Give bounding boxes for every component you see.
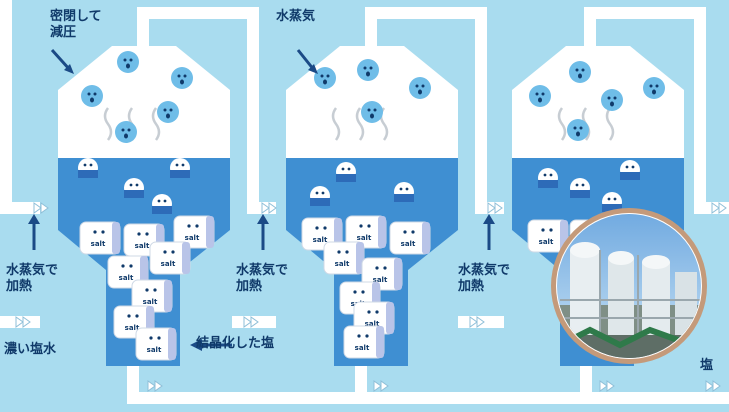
svg-text:salt: salt — [313, 236, 328, 244]
label-brine: 濃い塩水 — [4, 342, 57, 357]
pipe-salt-output — [127, 366, 729, 404]
svg-text:salt: salt — [539, 238, 554, 246]
steam-face-icon — [171, 67, 193, 89]
svg-text:salt: salt — [91, 240, 106, 248]
salt-cube-icon: salt — [323, 241, 365, 275]
pipe-vapor-1 — [137, 7, 276, 214]
svg-text:salt: salt — [125, 324, 140, 332]
salt-cube-icon: salt — [79, 221, 121, 255]
salt-cube-icon: salt — [135, 327, 177, 361]
ion-face-icon — [78, 158, 98, 178]
salt-cube-icon: salt — [149, 241, 191, 275]
svg-text:salt: salt — [357, 234, 372, 242]
steam-face-icon — [81, 85, 103, 107]
label-seal: 密閉して 減圧 — [50, 9, 102, 40]
label-heat-1: 水蒸気で 加熱 — [6, 263, 59, 294]
steam-face-icon — [409, 77, 431, 99]
label-heat-2: 水蒸気で 加熱 — [236, 263, 289, 294]
ion-face-icon — [310, 186, 330, 206]
svg-text:salt: salt — [161, 260, 176, 268]
salt-cube-icon: salt — [345, 215, 387, 249]
ion-face-icon — [620, 160, 640, 180]
steam-face-icon — [314, 67, 336, 89]
label-salt-out: 塩 — [700, 358, 714, 373]
svg-text:salt: salt — [355, 344, 370, 352]
label-crystal: 結晶化した塩 — [196, 336, 275, 351]
ion-face-icon — [602, 192, 622, 212]
svg-text:salt: salt — [147, 346, 162, 354]
ion-face-icon — [538, 168, 558, 188]
svg-text:salt: salt — [401, 240, 416, 248]
steam-face-icon — [357, 59, 379, 81]
label-heat-3: 水蒸気で 加熱 — [458, 263, 511, 294]
svg-text:salt: salt — [373, 276, 388, 284]
svg-text:salt: salt — [185, 234, 200, 242]
steam-face-icon — [157, 101, 179, 123]
flow-chevron-icon — [373, 380, 389, 392]
svg-text:salt: salt — [335, 260, 350, 268]
flow-chevron-icon — [261, 202, 277, 214]
svg-text:salt: salt — [119, 274, 134, 282]
salt-cube-icon: salt — [389, 221, 431, 255]
ion-face-icon — [336, 162, 356, 182]
flow-chevron-icon — [487, 202, 503, 214]
flow-chevron-icon — [147, 380, 163, 392]
svg-text:salt: salt — [135, 242, 150, 250]
steam-face-icon — [361, 101, 383, 123]
flow-chevron-icon — [711, 202, 727, 214]
ion-face-icon — [124, 178, 144, 198]
ion-face-icon — [394, 182, 414, 202]
ion-face-icon — [152, 194, 172, 214]
steam-face-icon — [117, 51, 139, 73]
label-vapor: 水蒸気 — [276, 9, 316, 24]
steam-face-icon — [567, 119, 589, 141]
ion-face-icon — [170, 158, 190, 178]
steam-face-icon — [529, 85, 551, 107]
salt-cube-icon: salt — [131, 279, 173, 313]
pipe-inlet-left — [0, 0, 40, 214]
flow-chevron-icon — [33, 202, 49, 214]
label-arrows — [28, 48, 495, 351]
flow-chevron-icon — [469, 316, 485, 328]
salt-cube-icon: salt — [343, 325, 385, 359]
arrow-seal — [50, 48, 72, 72]
steam-face-icon — [569, 61, 591, 83]
steam-face-icon — [601, 89, 623, 111]
flow-chevron-icon — [705, 380, 721, 392]
flow-chevron-icon — [599, 380, 615, 392]
ion-face-icon — [570, 178, 590, 198]
salt-cube-icon: salt — [173, 215, 215, 249]
pipe-vapor-3 — [584, 7, 729, 214]
steam-face-icon — [115, 121, 137, 143]
steam-face-icon — [643, 77, 665, 99]
svg-text:salt: salt — [143, 298, 158, 306]
flow-chevron-icon — [15, 316, 31, 328]
flow-chevron-icon — [243, 316, 259, 328]
svg-text:salt: salt — [365, 320, 380, 328]
